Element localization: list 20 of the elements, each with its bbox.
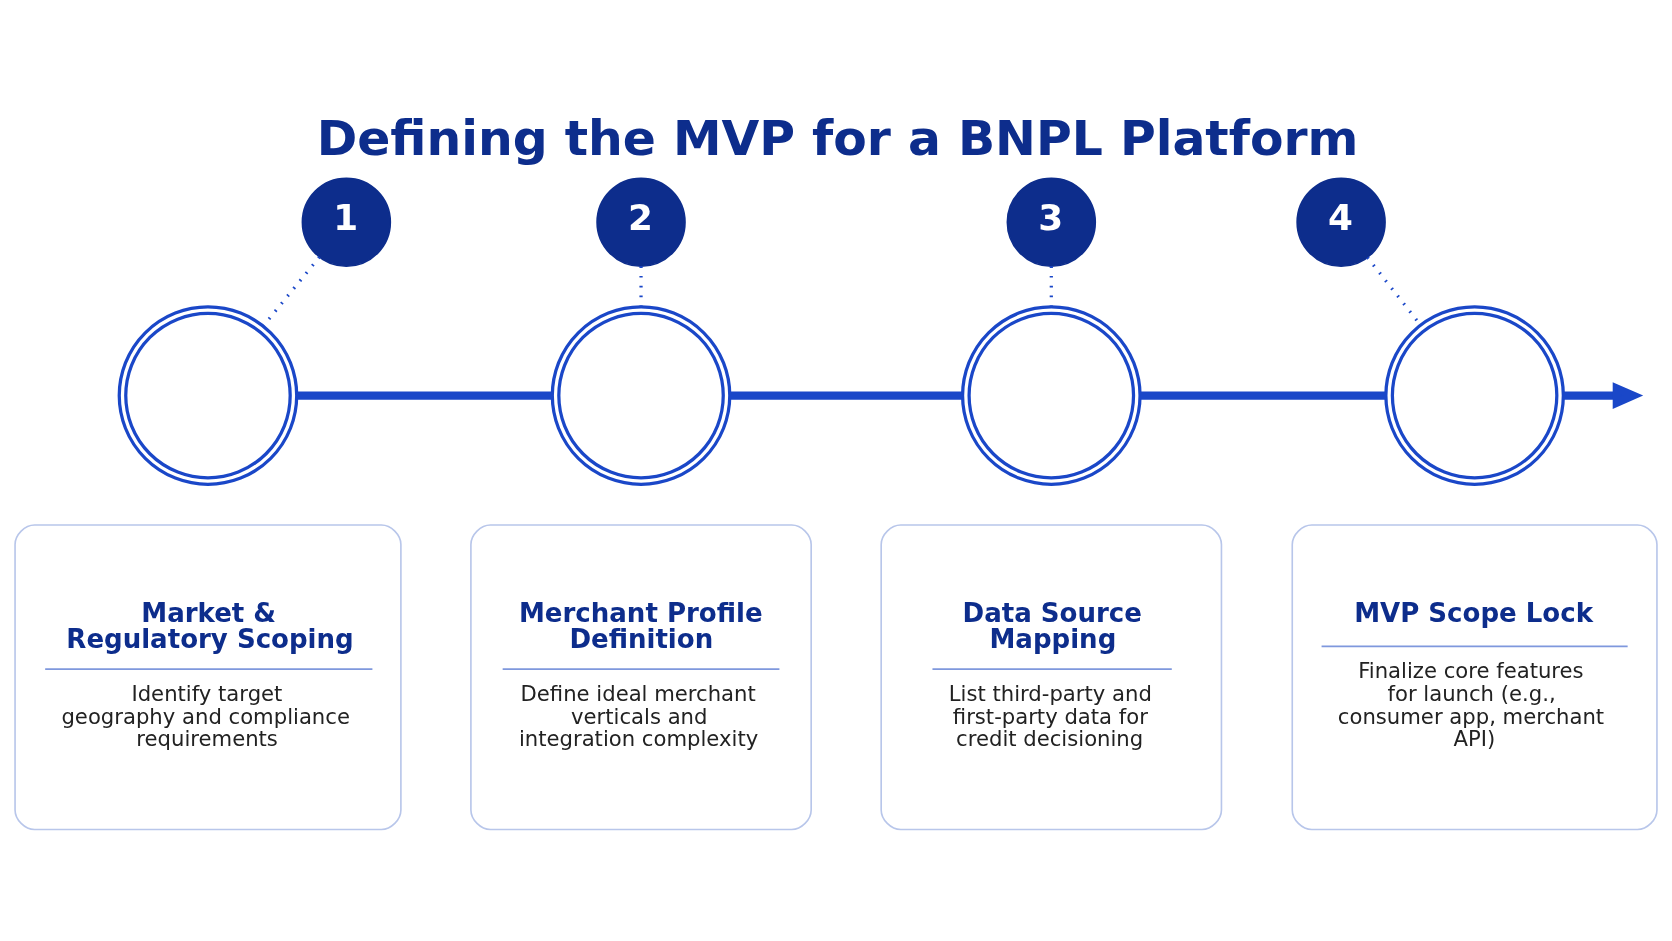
node-circle <box>1384 305 1565 486</box>
connector <box>639 266 643 307</box>
arrow <box>1563 382 1644 409</box>
node-circle <box>117 305 299 486</box>
node-box: Market & Regulatory Scoping Identify target geography and compliance requirements <box>14 524 402 831</box>
node-circle <box>550 305 732 486</box>
connector <box>1140 391 1386 400</box>
node-circle: 4 <box>1296 177 1386 267</box>
connector <box>1049 266 1053 307</box>
connector <box>296 391 553 400</box>
connector <box>730 391 963 400</box>
node-circle <box>960 305 1142 486</box>
node-circle: 1 <box>301 177 392 267</box>
node-circle: 2 <box>596 177 686 267</box>
node-circle: 3 <box>1006 177 1097 267</box>
node-box: Data Source Mapping List third-party and first-party data for credit decisioning <box>880 524 1223 831</box>
connector <box>262 256 321 327</box>
node-box: Merchant Profile Definition Define ideal merchant verticals and integration complexity <box>470 524 812 831</box>
node-box: MVP Scope Lock Finalize core features for launch (e.g., consumer app, merchant API) <box>1291 524 1658 831</box>
diagram-title: Defining the MVP for a BNPL Platform <box>316 110 1359 168</box>
